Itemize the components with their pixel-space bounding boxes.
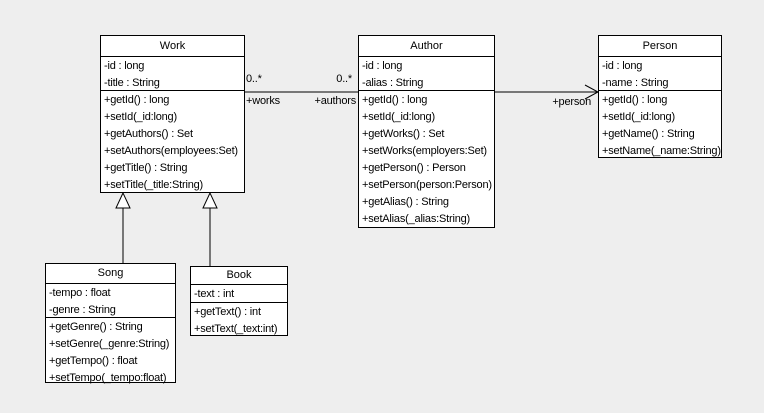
method-row: +setName(_name:String) <box>602 145 721 157</box>
method-row: +getId() : long <box>104 94 170 106</box>
method-row: +setText(_text:int) <box>194 323 278 335</box>
method-row: +setAlias(_alias:String) <box>362 213 470 225</box>
attribute-row: -id : long <box>602 60 643 72</box>
method-row: +getPerson() : Person <box>362 162 466 174</box>
class-person[interactable]: Person -id : long -name : String +getId(… <box>598 35 722 158</box>
method-row: +setAuthors(employees:Set) <box>104 145 238 157</box>
attribute-row: -title : String <box>104 77 160 89</box>
method-row: +getId() : long <box>362 94 428 106</box>
methods-compartment: +getId() : long +setId(_id:long) +getAut… <box>101 90 244 194</box>
class-author[interactable]: Author -id : long -alias : String +getId… <box>358 35 495 228</box>
method-row: +getText() : int <box>194 306 261 318</box>
class-book[interactable]: Book -text : int +getText() : int +setTe… <box>190 266 288 336</box>
class-name: Author <box>410 40 443 52</box>
hollow-triangle-arrowhead-icon <box>202 191 218 209</box>
method-row: +setId(_id:long) <box>104 111 177 123</box>
method-row: +getId() : long <box>602 94 668 106</box>
attribute-row: -id : long <box>104 60 145 72</box>
methods-compartment: +getGenre() : String +setGenre(_genre:St… <box>46 317 175 384</box>
hollow-triangle-arrowhead-icon <box>115 191 131 209</box>
role-label-works-end[interactable]: +works <box>246 95 280 107</box>
attributes-compartment: -id : long -alias : String <box>359 56 494 90</box>
methods-compartment: +getText() : int +setText(_text:int) <box>191 302 287 337</box>
method-row: +getAlias() : String <box>362 196 449 208</box>
class-name: Person <box>642 40 678 52</box>
attribute-row: -tempo : float <box>49 287 111 299</box>
role-label-authors-end[interactable]: +authors <box>314 95 356 107</box>
method-row: +getWorks() : Set <box>362 128 445 140</box>
multiplicity-label-works-end[interactable]: 0..* <box>246 73 262 85</box>
method-row: +setPerson(person:Person) <box>362 179 492 191</box>
attribute-row: -text : int <box>194 288 234 300</box>
class-name: Song <box>97 267 124 279</box>
role-label-person-end[interactable]: +person <box>552 96 591 108</box>
attribute-row: -id : long <box>362 60 403 72</box>
method-row: +setId(_id:long) <box>602 111 675 123</box>
class-name: Book <box>226 269 252 281</box>
attributes-compartment: -id : long -name : String <box>599 56 721 90</box>
method-row: +setGenre(_genre:String) <box>49 338 170 350</box>
method-row: +setTempo(_tempo:float) <box>49 372 167 384</box>
class-name: Work <box>159 40 186 52</box>
attribute-row: -genre : String <box>49 304 116 316</box>
class-work[interactable]: Work -id : long -title : String +getId()… <box>100 35 245 193</box>
attributes-compartment: -tempo : float -genre : String <box>46 283 175 317</box>
method-row: +getAuthors() : Set <box>104 128 193 140</box>
method-row: +getTitle() : String <box>104 162 188 174</box>
method-row: +getName() : String <box>602 128 695 140</box>
attribute-row: -alias : String <box>362 77 424 89</box>
method-row: +getGenre() : String <box>49 321 143 333</box>
class-song[interactable]: Song -tempo : float -genre : String +get… <box>45 263 176 384</box>
attributes-compartment: -id : long -title : String <box>101 56 244 90</box>
method-row: +setTitle(_title:String) <box>104 179 204 191</box>
method-row: +setWorks(employers:Set) <box>362 145 487 157</box>
multiplicity-label-authors-end[interactable]: 0..* <box>336 73 352 85</box>
method-row: +setId(_id:long) <box>362 111 435 123</box>
method-row: +getTempo() : float <box>49 355 138 367</box>
methods-compartment: +getId() : long +setId(_id:long) +getWor… <box>359 90 494 229</box>
attribute-row: -name : String <box>602 77 669 89</box>
attributes-compartment: -text : int <box>191 284 287 302</box>
methods-compartment: +getId() : long +setId(_id:long) +getNam… <box>599 90 721 159</box>
